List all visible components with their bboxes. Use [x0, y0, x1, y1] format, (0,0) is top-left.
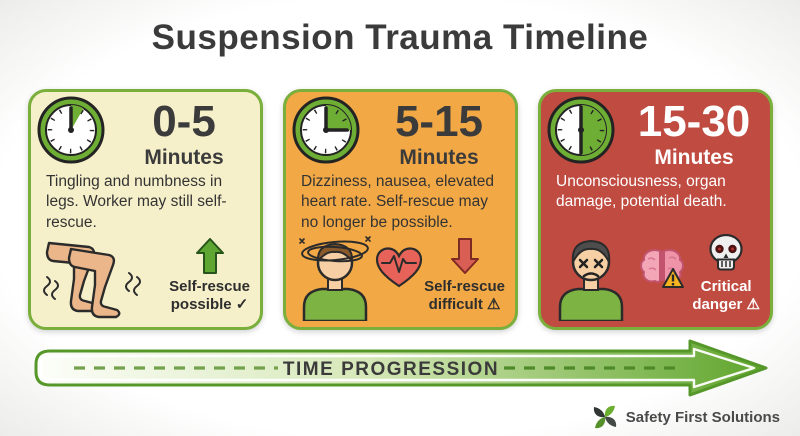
pinwheel-logo-icon	[593, 405, 616, 429]
stage-description: Unconsciousness, organ damage, potential…	[556, 173, 727, 211]
stage-range: 5-15	[394, 97, 484, 146]
stage-description: Dizziness, nausea, elevated heart rate. …	[301, 173, 495, 231]
stage-footer: Self-rescue possible ✓	[41, 227, 250, 321]
clock-half-icon	[547, 96, 615, 164]
stage-card-5-15: 5-15 Minutes Dizziness, nausea, elevated…	[283, 89, 518, 330]
clock-wedge-small-icon	[37, 96, 105, 164]
stage-unit: Minutes	[399, 146, 479, 169]
stage-range: 15-30	[637, 97, 751, 146]
status-badge: Critical danger ⚠	[692, 233, 760, 316]
status-line-1: Self-rescue	[169, 277, 250, 295]
unconscious-person-icon	[558, 239, 624, 321]
status-line-2: possible ✓	[170, 296, 249, 314]
stage-header: 0-5 Minutes	[109, 100, 259, 170]
stage-unit: Minutes	[654, 146, 734, 169]
status-line-2: danger ⚠	[692, 296, 760, 314]
skull-icon	[709, 233, 743, 270]
status-line-1: Self-rescue	[424, 277, 505, 295]
stage-cards-row: 0-5 Minutes Tingling and numbness in leg…	[28, 89, 773, 330]
stage-footer: Self-rescue difficult ⚠	[296, 227, 505, 321]
brain-damage-icon	[639, 249, 684, 288]
heart-rate-icon	[375, 247, 423, 288]
stage-description: Tingling and numbness in legs. Worker ma…	[46, 173, 227, 231]
dizzy-person-icon	[299, 236, 371, 321]
stage-card-15-30: 15-30 Minutes Unconsciousness, organ dam…	[538, 89, 773, 330]
brand-footer: Safety First Solutions	[592, 404, 780, 430]
stage-header: 15-30 Minutes	[619, 100, 769, 170]
status-line-2: difficult ⚠	[428, 296, 501, 314]
stage-card-0-5: 0-5 Minutes Tingling and numbness in leg…	[28, 89, 263, 330]
brand-name: Safety First Solutions	[625, 408, 780, 426]
warning-icon	[661, 268, 684, 288]
tingling-legs-icon	[43, 241, 141, 319]
timeline-label: TIME PROGRESSION	[283, 359, 499, 380]
stage-range: 0-5	[152, 97, 216, 146]
status-badge: Self-rescue possible ✓	[169, 237, 250, 316]
clock-quarter-icon	[292, 96, 360, 164]
page-title: Suspension Trauma Timeline	[151, 18, 649, 57]
up-arrow-icon	[195, 237, 224, 274]
stage-unit: Minutes	[144, 146, 224, 169]
status-line-1: Critical	[700, 277, 752, 295]
stage-footer: Critical danger ⚠	[551, 227, 760, 321]
status-badge: Self-rescue difficult ⚠	[424, 237, 505, 316]
stage-header: 5-15 Minutes	[364, 100, 514, 170]
down-arrow-icon	[450, 237, 479, 274]
time-progression-arrow: TIME PROGRESSION	[34, 339, 768, 397]
